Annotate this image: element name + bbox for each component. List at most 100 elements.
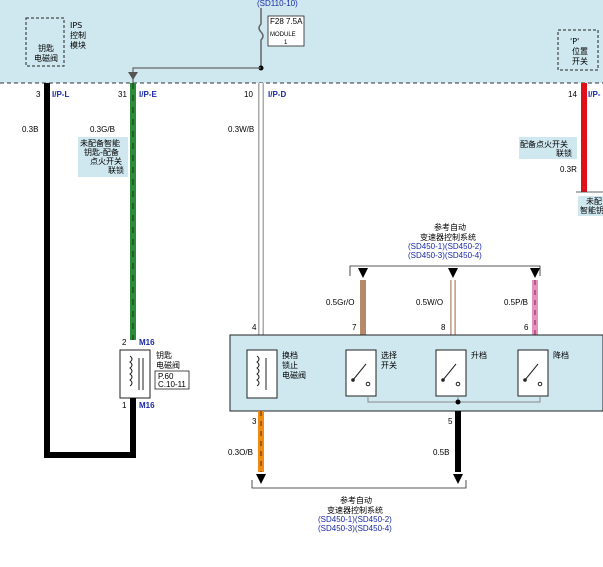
fuse-module-1: MODULE	[270, 32, 296, 38]
fuse-label: F28 7.5A	[270, 17, 303, 26]
solenoid-coil	[129, 355, 133, 387]
wire-0-5pb-label: 0.5P/B	[504, 298, 528, 307]
shift-lock-coil	[256, 355, 260, 387]
wire-0-3b-label: 0.3B	[22, 125, 38, 134]
c1-name: I/P-L	[52, 90, 69, 99]
shift-pin-5: 5	[448, 417, 453, 426]
c4-name: I/P-	[588, 90, 601, 99]
select-switch-pivot	[351, 378, 355, 382]
note-no-smart-key-box	[78, 137, 128, 177]
downshift-label: 降档	[553, 350, 569, 360]
shift-lock-solenoid-box	[246, 349, 278, 399]
select-switch-contact	[365, 381, 371, 387]
wire-0-5gro-label: 0.5Gr/O	[326, 298, 354, 307]
ref-bottom-4: (SD450-3)(SD450-4)	[318, 524, 392, 533]
c2-pin: 31	[118, 90, 127, 99]
upshift-switch-contact	[455, 381, 461, 387]
shift-pin-7: 7	[352, 323, 357, 332]
wire-0-3gb-label: 0.3G/B	[90, 125, 115, 134]
ref-arrow-3	[530, 268, 540, 278]
fuse-box	[267, 15, 305, 47]
note-no-smart-2: 钥匙-配备	[84, 147, 119, 157]
junction-arrow	[128, 72, 138, 80]
ref-top-4: (SD450-3)(SD450-4)	[408, 251, 482, 260]
downshift-switch-pivot	[523, 378, 527, 382]
c4-pin: 14	[568, 90, 577, 99]
ips-label-2: 控制	[70, 30, 86, 40]
bottom-arrow-2	[453, 474, 463, 484]
ref-top-2: 变速器控制系统	[420, 232, 476, 242]
shift-pin-3: 3	[252, 417, 257, 426]
solenoid-page-ref-box	[154, 370, 190, 390]
shift-pin-4: 4	[252, 323, 257, 332]
sd-ref-top: (SD110-10)	[257, 0, 298, 8]
upshift-switch-pivot	[441, 378, 445, 382]
ref-arrow-1	[358, 268, 368, 278]
select-label-2: 开关	[381, 360, 397, 370]
downshift-switch-contact	[537, 381, 543, 387]
solenoid-page-ref-1: P.60	[158, 372, 174, 381]
ips-key-valve-box	[25, 17, 65, 67]
p-position-switch-box	[557, 29, 599, 71]
shift-pin-8: 8	[441, 323, 446, 332]
note-no-smart-4: 联锁	[108, 165, 124, 175]
select-switch-blade	[352, 363, 367, 381]
ref-arrow-2	[448, 268, 458, 278]
note-with-ignition-box	[519, 137, 577, 159]
note-right-2: 智能钥	[580, 205, 603, 215]
wire-0-3b	[44, 83, 136, 458]
note-no-smart-1: 未配备智能	[80, 138, 120, 148]
p-pos-label-1: 'P'	[570, 37, 579, 46]
note-ignition-1: 配备点火开关	[520, 139, 568, 149]
solenoid-conn-bottom: M16	[139, 401, 155, 410]
key-solenoid-box	[119, 349, 151, 399]
ref-bottom-2: 变速器控制系统	[327, 505, 383, 515]
solenoid-pin-top: 2	[122, 338, 127, 347]
solenoid-pin-bottom: 1	[122, 401, 127, 410]
key-valve-label-2: 电磁阀	[34, 53, 58, 63]
lock-label-2: 锁止	[282, 360, 298, 370]
wire-0-3ob-label: 0.3O/B	[228, 448, 253, 457]
note-no-smart-3: 点火开关	[90, 156, 122, 166]
ref-bottom-1: 参考自动	[340, 495, 372, 505]
switch-common-bus	[367, 396, 541, 403]
wire-0-5wo-label: 0.5W/O	[416, 298, 443, 307]
ips-label-3: 模块	[70, 40, 86, 50]
note-right-cut-box	[578, 196, 603, 216]
solenoid-label-2: 电磁阀	[156, 360, 180, 370]
solenoid-label-1: 钥匙	[156, 350, 172, 360]
wire-0-3wb-label: 0.3W/B	[228, 125, 254, 134]
ref-bottom-3: (SD450-1)(SD450-2)	[318, 515, 392, 524]
downshift-switch-box	[517, 349, 549, 397]
ref-top-bracket	[349, 265, 541, 276]
ref-top-1: 参考自动	[434, 222, 466, 232]
upshift-switch-blade	[442, 363, 457, 381]
c3-pin: 10	[244, 90, 253, 99]
c3-name: I/P-D	[268, 90, 286, 99]
switch-common-junction	[455, 399, 461, 405]
p-pos-label-3: 开关	[572, 56, 588, 66]
select-label-1: 选择	[381, 350, 397, 360]
shift-pin-6: 6	[524, 323, 529, 332]
wire-0-3r-label: 0.3R	[560, 165, 577, 174]
ref-bottom-bracket	[251, 480, 467, 489]
fuse-symbol	[258, 8, 264, 68]
ips-label-1: IPS	[70, 21, 82, 30]
solenoid-page-ref-2: C.10-11	[158, 380, 186, 389]
upshift-label: 升档	[471, 350, 487, 360]
ref-top-3: (SD450-1)(SD450-2)	[408, 242, 482, 251]
fuse-module-2: 1	[284, 40, 288, 46]
c2-name: I/P-E	[139, 90, 157, 99]
bottom-arrow-1	[256, 474, 266, 484]
key-valve-label-1: 钥匙	[38, 43, 54, 53]
lock-label-1: 换档	[282, 350, 298, 360]
select-switch-box	[345, 349, 377, 397]
lock-label-3: 电磁阀	[282, 370, 306, 380]
downshift-switch-blade	[524, 363, 539, 381]
wire-0-5b-label: 0.5B	[433, 448, 449, 457]
p-pos-label-2: 位置	[572, 46, 588, 56]
upshift-switch-box	[435, 349, 467, 397]
solenoid-conn-top: M16	[139, 338, 155, 347]
note-right-1: 未配	[586, 196, 602, 206]
c1-pin: 3	[36, 90, 41, 99]
